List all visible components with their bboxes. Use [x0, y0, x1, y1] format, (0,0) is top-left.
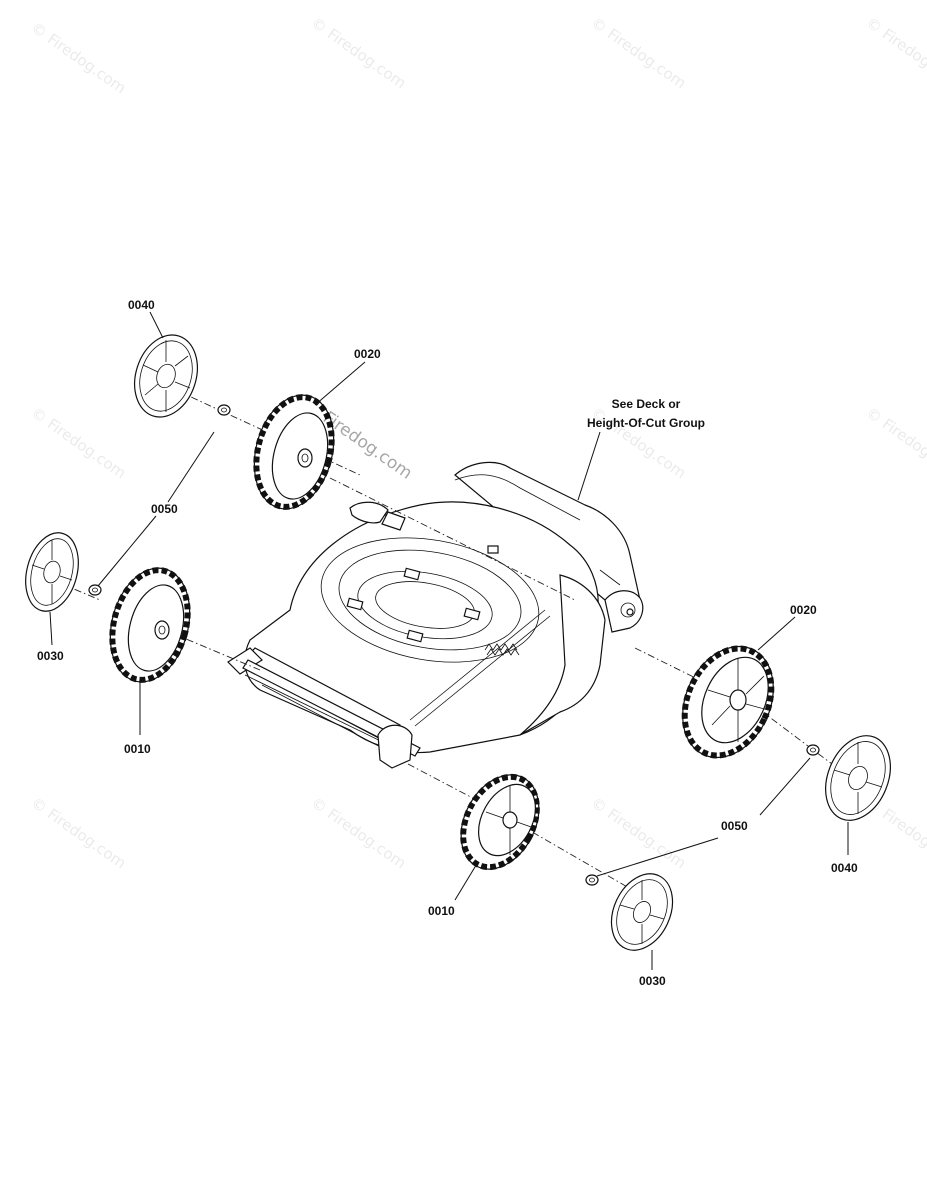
leader-lines	[49, 311, 849, 970]
watermark: © Firedog.com	[28, 794, 130, 873]
watermark: © Firedog.com	[863, 404, 927, 483]
part-label-0010: 0010	[124, 742, 151, 756]
wheel-drawing	[109, 567, 191, 683]
watermark: © Firedog.com	[308, 14, 410, 93]
part-label-0020: 0020	[354, 347, 381, 361]
hubcap-drawing	[825, 735, 891, 821]
nut-drawing	[217, 404, 231, 416]
wheel-drawing	[460, 773, 540, 871]
hubcap-drawing	[25, 532, 79, 612]
reference-note-line1: See Deck or	[612, 397, 681, 411]
watermark: © Firedog.com	[28, 19, 130, 98]
part-label-0050: 0050	[721, 819, 748, 833]
watermark: © Firedog.com	[308, 794, 410, 873]
nut-drawing	[806, 744, 820, 756]
hubcap-drawing	[610, 873, 674, 951]
spring-drawing	[484, 643, 520, 656]
part-label-0050: 0050	[151, 502, 178, 516]
reference-note-line2: Height-Of-Cut Group	[587, 416, 705, 430]
part-label-0030: 0030	[639, 974, 666, 988]
part-label-0040: 0040	[128, 298, 155, 312]
nut-drawing	[585, 874, 599, 886]
mower-deck-drawing	[227, 461, 644, 769]
watermark: © Firedog.com	[588, 14, 690, 93]
watermark: © Firedog.com	[863, 14, 927, 93]
watermark: © Firedog.com	[28, 404, 130, 483]
hubcap-drawing	[134, 334, 198, 418]
wheel-drawing	[681, 645, 775, 759]
part-label-0010: 0010	[428, 904, 455, 918]
part-label-0040: 0040	[831, 861, 858, 875]
watermark: © Firedog.com	[588, 794, 690, 873]
wheel-drawing	[253, 394, 335, 510]
part-label-0020: 0020	[790, 603, 817, 617]
part-label-0030: 0030	[37, 649, 64, 663]
nut-drawing	[88, 584, 102, 596]
